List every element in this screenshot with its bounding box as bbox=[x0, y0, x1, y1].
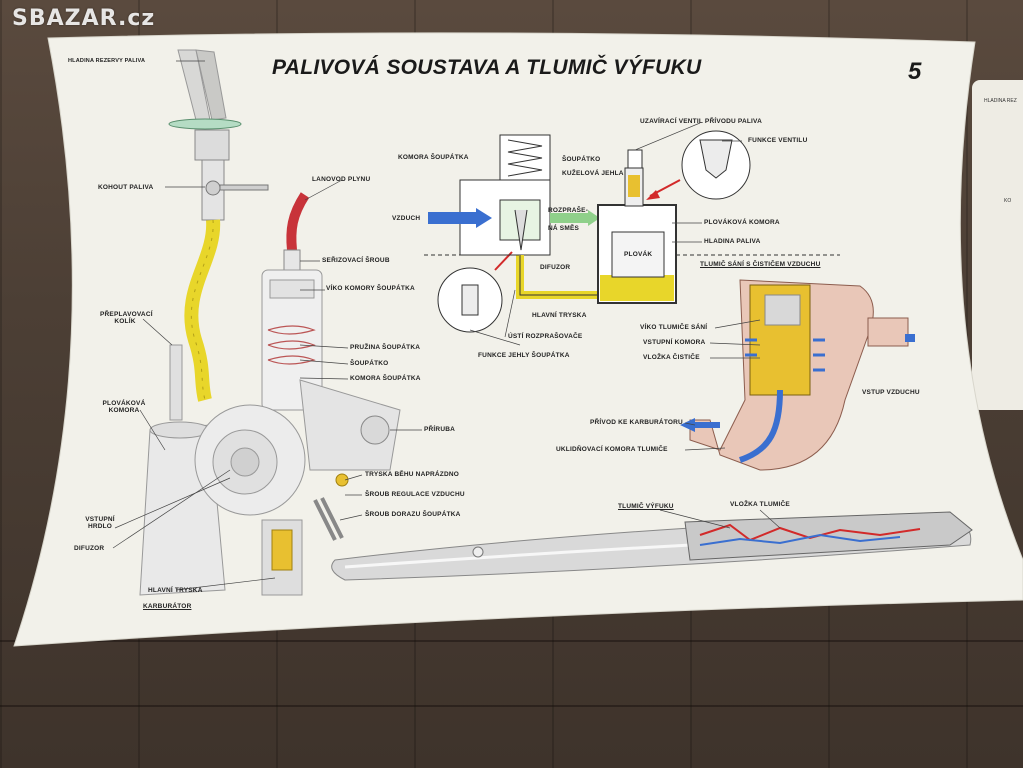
label-soupatko-left: ŠOUPÁTKO bbox=[350, 360, 389, 367]
label-tryska-behu: TRYSKA BĚHU NAPRÁZDNO bbox=[365, 471, 459, 478]
label-na-smes: NÁ SMĚS bbox=[548, 225, 580, 232]
label-usti: ÚSTÍ ROZPRAŠOVAČE bbox=[508, 333, 583, 340]
label-hladina-paliva: HLADINA PALIVA bbox=[704, 238, 761, 245]
label-pruzina-soupatka: PRUŽINA ŠOUPÁTKA bbox=[350, 344, 421, 351]
carburettor-drawing bbox=[139, 269, 401, 596]
label-kuzelova-jehla: KUŽELOVÁ JEHLA bbox=[562, 170, 624, 177]
label-vzduch: VZDUCH bbox=[392, 215, 421, 222]
label-uzaviraci-ventil: UZAVÍRACÍ VENTIL PŘÍVODU PALIVA bbox=[640, 118, 763, 125]
carburettor-schematic bbox=[424, 130, 840, 333]
label-sroub-dorazu: ŠROUB DORAZU ŠOUPÁTKA bbox=[365, 511, 461, 518]
second-poster-edge: HLADINA REZ KO bbox=[972, 80, 1023, 410]
label-plovakova-komora-diag: PLOVÁKOVÁ KOMORA bbox=[704, 219, 780, 226]
fuel-tap-and-hose bbox=[168, 49, 269, 402]
poster-number: 5 bbox=[908, 58, 922, 85]
label-hlavni-tryska-left: HLAVNÍ TRYSKA bbox=[148, 587, 203, 594]
second-poster-label: HLADINA REZ bbox=[984, 98, 1017, 104]
label-vlozka-cistice: VLOŽKA ČISTIČE bbox=[643, 354, 700, 361]
label-privod-ke-karburatoru: PŘÍVOD KE KARBURÁTORU bbox=[590, 419, 683, 426]
floor-board-seam bbox=[0, 705, 1023, 707]
second-poster-label: KO bbox=[1004, 198, 1012, 204]
exhaust-silencer-drawing bbox=[331, 511, 973, 581]
label-funkce-jehly: FUNKCE JEHLY ŠOUPÁTKA bbox=[478, 352, 570, 359]
throttle-cable bbox=[283, 192, 310, 271]
label-vstup-vzduchu: VSTUP VZDUCHU bbox=[862, 389, 920, 396]
label-viko-tlumice: VÍKO TLUMIČE SÁNÍ bbox=[640, 324, 708, 331]
label-viko-komory: VÍKO KOMORY ŠOUPÁTKA bbox=[326, 285, 415, 292]
label-leader-lines bbox=[112, 60, 781, 591]
sbazar-watermark: SBAZAR.cz bbox=[12, 6, 156, 31]
label-soupatko-diag: ŠOUPÁTKO bbox=[562, 156, 601, 163]
label-vstupni-hrdlo: VSTUPNÍ HRDLO bbox=[85, 516, 115, 530]
label-komora-soupatka-diag: KOMORA ŠOUPÁTKA bbox=[398, 154, 469, 161]
label-uklidnovaci-komora: UKLIDŇOVACÍ KOMORA TLUMIČE bbox=[556, 446, 668, 453]
label-hladina-rezervy: HLADINA REZERVY PALIVA bbox=[68, 58, 146, 64]
label-lanovod-plynu: LANOVOD PLYNU bbox=[312, 176, 371, 183]
label-preplavovaci-kolik: PŘEPLAVOVACÍ KOLÍK bbox=[100, 311, 153, 325]
label-difuzor-diag: DIFUZOR bbox=[540, 264, 571, 271]
label-priruba: PŘÍRUBA bbox=[424, 426, 456, 433]
label-vlozka-tlumice: VLOŽKA TLUMIČE bbox=[730, 501, 790, 508]
label-komora-soupatka-left: KOMORA ŠOUPÁTKA bbox=[350, 375, 421, 382]
label-hlavni-tryska-diag: HLAVNÍ TRYSKA bbox=[532, 312, 587, 319]
label-plovak: PLOVÁK bbox=[624, 251, 653, 258]
label-karburator: KARBURÁTOR bbox=[143, 603, 192, 610]
label-plovakova-komora-left: PLOVÁKOVÁ KOMORA bbox=[102, 400, 146, 414]
floor-board-seam bbox=[0, 640, 1023, 642]
label-tlumic-sani: TLUMIČ SÁNÍ S ČISTIČEM VZDUCHU bbox=[700, 261, 821, 268]
poster-title: PALIVOVÁ SOUSTAVA A TLUMIČ VÝFUKU bbox=[272, 56, 702, 79]
label-sroub-regulace: ŠROUB REGULACE VZDUCHU bbox=[365, 491, 465, 498]
label-kohout-paliva: KOHOUT PALIVA bbox=[98, 184, 154, 191]
label-serizovaci-sroub: SEŘIZOVACÍ ŠROUB bbox=[322, 257, 390, 264]
label-difuzor-left: DIFUZOR bbox=[74, 545, 105, 552]
label-funkce-ventilu: FUNKCE VENTILU bbox=[748, 137, 808, 144]
label-vstupni-komora: VSTUPNÍ KOMORA bbox=[643, 339, 706, 346]
label-rozpraseni: ROZPRAŠE- bbox=[548, 207, 589, 214]
intake-silencer-drawing bbox=[680, 279, 915, 471]
label-tlumic-vyfuku: TLUMIČ VÝFUKU bbox=[618, 503, 674, 510]
